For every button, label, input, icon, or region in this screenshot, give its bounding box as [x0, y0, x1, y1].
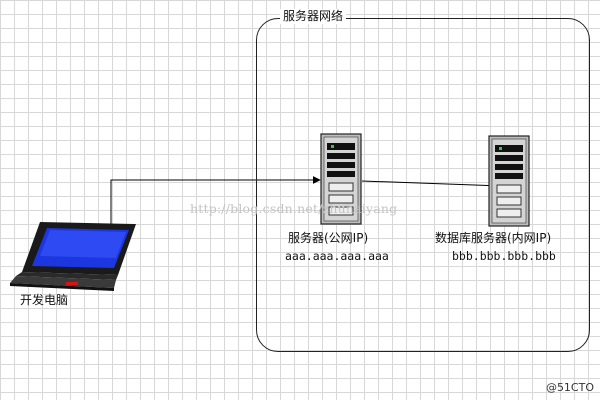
public-server-icon: [320, 133, 362, 225]
connector-server-to-db: [361, 180, 503, 190]
credit-text: @51CTO: [545, 381, 594, 394]
public-server-address: aaa.aaa.aaa.aaa: [285, 249, 389, 263]
laptop-icon: [10, 222, 136, 291]
public-server-label: 服务器(公网IP): [288, 231, 369, 245]
db-server-address: bbb.bbb.bbb.bbb: [452, 249, 556, 263]
client-label: 开发电脑: [20, 293, 69, 307]
connector-client-to-server: [110, 176, 321, 232]
watermark-text: http://blog.csdn.net/zhuhaiyang: [190, 201, 398, 216]
db-server-label: 数据库服务器(内网IP): [435, 231, 552, 245]
db-server-icon: [488, 135, 530, 227]
server-network-group: [256, 18, 590, 352]
server-network-label: 服务器网络: [280, 9, 347, 24]
